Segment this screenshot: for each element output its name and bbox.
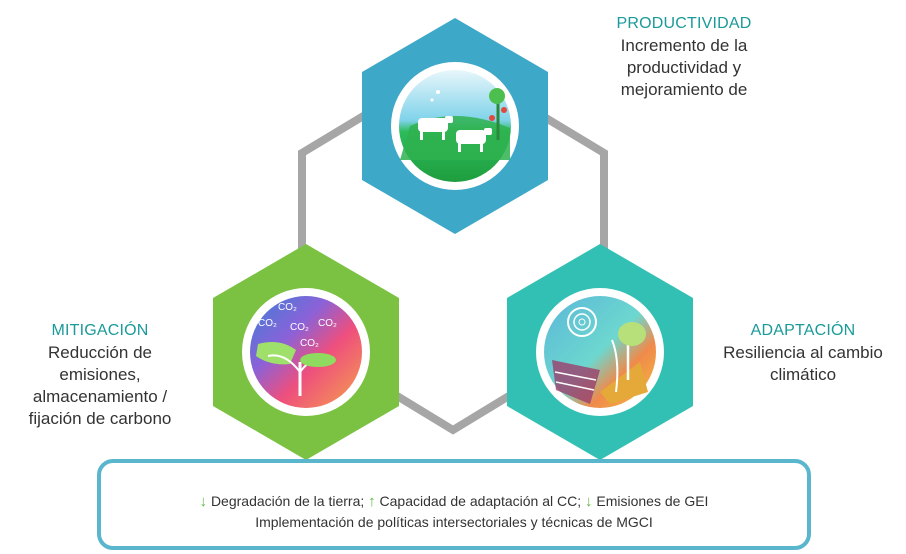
co2-tree-icon: CO₂ CO₂ CO₂ CO₂ CO₂	[256, 302, 337, 396]
svg-text:CO₂: CO₂	[300, 338, 319, 349]
productividad-label: PRODUCTIVIDAD Incremento de la productiv…	[584, 13, 784, 101]
adaptacion-hexagon	[507, 244, 693, 460]
productividad-title: PRODUCTIVIDAD	[616, 15, 752, 32]
cattle-pasture-icon	[400, 88, 510, 160]
summary-box: ↓ Degradación de la tierra; ↑ Capacidad …	[97, 459, 811, 550]
connector-hexagon	[298, 57, 608, 435]
productividad-line-3: mejoramiento de	[620, 80, 748, 99]
mitigacion-line-4: fijación de carbono	[28, 409, 172, 428]
summary-item-degradacion: Degradación de la tierra;	[210, 493, 365, 509]
adaptacion-line-2: climático	[769, 365, 837, 384]
summary-item-capacidad: Capacidad de adaptación al CC;	[379, 493, 582, 509]
summary-item-emisiones: Emisiones de GEI	[596, 493, 709, 509]
productividad-line-1: Incremento de la	[620, 36, 748, 55]
mitigacion-title: MITIGACIÓN	[51, 322, 149, 339]
mitigacion-line-3: almacenamiento /	[32, 387, 168, 406]
mitigacion-hexagon: CO₂ CO₂ CO₂ CO₂ CO₂	[213, 244, 399, 460]
summary-line-2: Implementación de políticas intersectori…	[255, 514, 653, 530]
productividad-line-2: productividad y	[626, 58, 742, 77]
svg-text:CO₂: CO₂	[258, 318, 277, 329]
productividad-hexagon	[362, 18, 548, 234]
adaptacion-line-1: Resiliencia al cambio	[723, 343, 883, 362]
adaptacion-title: ADAPTACIÓN	[750, 322, 856, 339]
summary-line-1: ↓ Degradación de la tierra; ↑ Capacidad …	[101, 491, 807, 512]
mitigacion-label: MITIGACIÓN Reducción de emisiones, almac…	[0, 320, 200, 430]
arrow-up-icon: ↑	[368, 493, 376, 510]
svg-text:CO₂: CO₂	[278, 302, 297, 313]
adaptacion-label: ADAPTACIÓN Resiliencia al cambio climáti…	[700, 320, 906, 386]
mitigacion-line-1: Reducción de	[48, 343, 152, 362]
mitigacion-line-2: emisiones,	[59, 365, 141, 384]
wind-sun-landscape-icon	[552, 307, 648, 404]
arrow-down-icon: ↓	[585, 493, 593, 510]
arrow-down-icon: ↓	[199, 493, 208, 510]
svg-text:CO₂: CO₂	[290, 322, 309, 333]
svg-text:CO₂: CO₂	[318, 318, 337, 329]
